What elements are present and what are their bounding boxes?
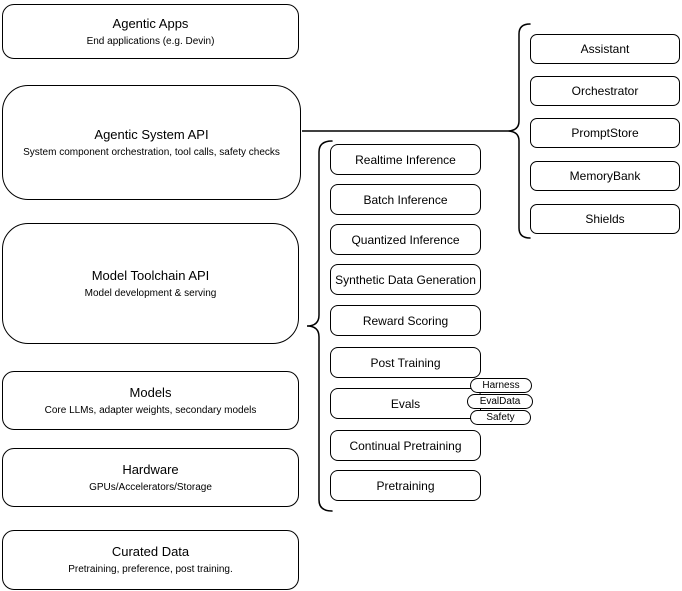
node-model-toolchain-api: Model Toolchain API Model development & … <box>2 223 299 344</box>
node-quantized-inference: Quantized Inference <box>330 224 481 255</box>
agentic-apps-title: Agentic Apps <box>112 15 189 31</box>
node-curated-data: Curated Data Pretraining, preference, po… <box>2 530 299 590</box>
node-agentic-system-api: Agentic System API System component orch… <box>2 85 301 200</box>
node-hardware: Hardware GPUs/Accelerators/Storage <box>2 448 299 507</box>
hardware-subtitle: GPUs/Accelerators/Storage <box>89 481 212 493</box>
node-pretraining: Pretraining <box>330 470 481 501</box>
models-title: Models <box>129 384 172 400</box>
node-promptstore: PromptStore <box>530 118 680 148</box>
node-agentic-apps: Agentic Apps End applications (e.g. Devi… <box>2 4 299 59</box>
agentic-apps-subtitle: End applications (e.g. Devin) <box>86 35 215 47</box>
node-realtime-inference: Realtime Inference <box>330 144 481 175</box>
agentic-system-api-subtitle: System component orchestration, tool cal… <box>23 146 280 158</box>
node-shields: Shields <box>530 204 680 234</box>
agentic-system-api-title: Agentic System API <box>94 126 209 142</box>
node-memorybank: MemoryBank <box>530 161 680 191</box>
node-assistant: Assistant <box>530 34 680 64</box>
tag-harness: Harness <box>470 378 532 393</box>
node-batch-inference: Batch Inference <box>330 184 481 215</box>
model-toolchain-api-title: Model Toolchain API <box>91 267 210 283</box>
brace-system-components <box>506 23 531 239</box>
tag-safety: Safety <box>470 410 531 425</box>
node-synthetic-data-generation: Synthetic Data Generation <box>330 264 481 295</box>
node-evals: Evals <box>330 388 481 419</box>
node-reward-scoring: Reward Scoring <box>330 305 481 336</box>
node-models: Models Core LLMs, adapter weights, secon… <box>2 371 299 430</box>
curated-data-subtitle: Pretraining, preference, post training. <box>68 564 233 575</box>
brace-toolchain <box>306 140 333 512</box>
node-post-training: Post Training <box>330 347 481 378</box>
models-subtitle: Core LLMs, adapter weights, secondary mo… <box>44 404 257 416</box>
node-orchestrator: Orchestrator <box>530 76 680 106</box>
node-continual-pretraining: Continual Pretraining <box>330 430 481 461</box>
curated-data-title: Curated Data <box>111 544 190 559</box>
hardware-title: Hardware <box>122 461 179 477</box>
tag-evaldata: EvalData <box>467 394 533 409</box>
model-toolchain-api-subtitle: Model development & serving <box>84 287 217 299</box>
